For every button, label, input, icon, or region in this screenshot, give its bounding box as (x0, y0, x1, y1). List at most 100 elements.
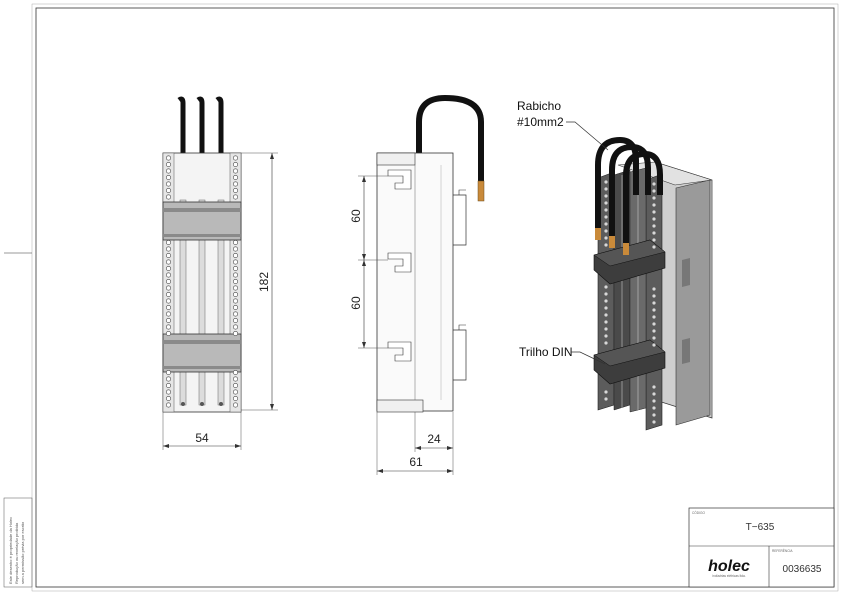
terminal-screw (181, 402, 185, 406)
terminal-screw (166, 272, 172, 278)
terminal-screw (166, 324, 172, 330)
terminal-screw (652, 231, 656, 235)
side-note-line2: Reprodução ou revelação proibida (14, 522, 19, 584)
terminal-screw (166, 246, 172, 252)
terminal-screw (652, 196, 656, 200)
terminal-screw (233, 291, 239, 297)
terminal-screw (652, 308, 656, 312)
side-cable (416, 94, 484, 182)
terminal-screw (652, 399, 656, 403)
terminal-screw (166, 369, 172, 375)
terminal-screw (166, 188, 172, 194)
brand-tagline: indústrias elétricas ltda. (712, 574, 745, 578)
terminal-screw (652, 301, 656, 305)
callout-din-rail: Trilho DIN (519, 345, 606, 365)
callout-cable-line1: Rabicho (517, 99, 561, 113)
terminal-screw (233, 168, 239, 174)
terminal-screw (166, 330, 172, 336)
terminal-screw (233, 402, 239, 408)
terminal-screw (652, 182, 656, 186)
terminal-screw (604, 292, 608, 296)
dim-front-height: 182 (257, 272, 271, 292)
terminal-screw (233, 304, 239, 310)
terminal-screw (652, 413, 656, 417)
terminal-screw (233, 272, 239, 278)
terminal-screw (166, 389, 172, 395)
terminal-screw (652, 420, 656, 424)
front-cables (177, 96, 224, 200)
terminal-screw (604, 320, 608, 324)
terminal-screw (233, 253, 239, 259)
side-note-line1: Este desenho é propriedade da Holec (8, 517, 13, 584)
terminal-screw (604, 334, 608, 338)
terminal-screw (652, 343, 656, 347)
side-dimensions: 60 60 24 61 (349, 175, 454, 475)
dim-front-width: 54 (195, 431, 209, 445)
isometric-view (593, 136, 713, 431)
terminal-screw (166, 285, 172, 291)
terminal-screw (652, 392, 656, 396)
terminal-screw (233, 389, 239, 395)
terminal-screw (166, 194, 172, 200)
side-note: Este desenho é propriedade da Holec Repr… (3, 497, 33, 588)
terminal-screw (200, 402, 204, 406)
terminal-screw (604, 187, 608, 191)
front-dimensions: 54 182 (162, 152, 278, 450)
terminal-screw (166, 162, 172, 168)
terminal-screw (604, 313, 608, 317)
terminal-screw (166, 181, 172, 187)
terminal-screw (604, 215, 608, 219)
terminal-screw (233, 194, 239, 200)
side-view (376, 94, 485, 413)
terminal-screw (604, 229, 608, 233)
terminal-screw (233, 181, 239, 187)
terminal-screw (233, 317, 239, 323)
terminal-screw (233, 265, 239, 271)
terminal-screw (604, 390, 608, 394)
terminal-screw (166, 168, 172, 174)
terminal-screw (652, 329, 656, 333)
terminal-screw (233, 369, 239, 375)
terminal-screw (233, 162, 239, 168)
terminal-screw (652, 210, 656, 214)
terminal-screw (166, 265, 172, 271)
terminal-screw (166, 311, 172, 317)
front-view (162, 96, 242, 413)
terminal-screw (233, 175, 239, 181)
terminal-screw (166, 253, 172, 259)
terminal-screw (166, 376, 172, 382)
terminal-screw (233, 324, 239, 330)
terminal-screw (166, 291, 172, 297)
terminal-screw (652, 203, 656, 207)
terminal-screw (604, 194, 608, 198)
iso-cables (595, 136, 663, 255)
terminal-screw (604, 285, 608, 289)
terminal-screw (652, 287, 656, 291)
terminal-screw (219, 402, 223, 406)
terminal-screw (233, 285, 239, 291)
dim-side-depth-total: 61 (409, 455, 423, 469)
terminal-screw (233, 395, 239, 401)
terminal-screw (652, 294, 656, 298)
terminal-screw (166, 304, 172, 310)
terminal-screw (604, 208, 608, 212)
terminal-screw (233, 246, 239, 252)
terminal-screw (604, 222, 608, 226)
brand-logo: holec (708, 558, 750, 575)
dim-side-spacing-top: 60 (349, 209, 363, 223)
ref-label: REFERÊNCIA (772, 548, 793, 553)
terminal-screw (604, 243, 608, 247)
terminal-screw (166, 317, 172, 323)
iso-terminal-screws (604, 180, 656, 424)
terminal-screw (166, 155, 172, 161)
terminal-screw (233, 382, 239, 388)
terminal-screw (166, 402, 172, 408)
side-note-line3: sem a permissão prévia por escrito (20, 521, 25, 584)
terminal-screw (604, 306, 608, 310)
terminal-screw (166, 175, 172, 181)
dim-side-depth-small: 24 (427, 432, 441, 446)
terminal-screw (166, 278, 172, 284)
terminal-screw (233, 278, 239, 284)
code-label: CÓDIGO (692, 510, 705, 515)
